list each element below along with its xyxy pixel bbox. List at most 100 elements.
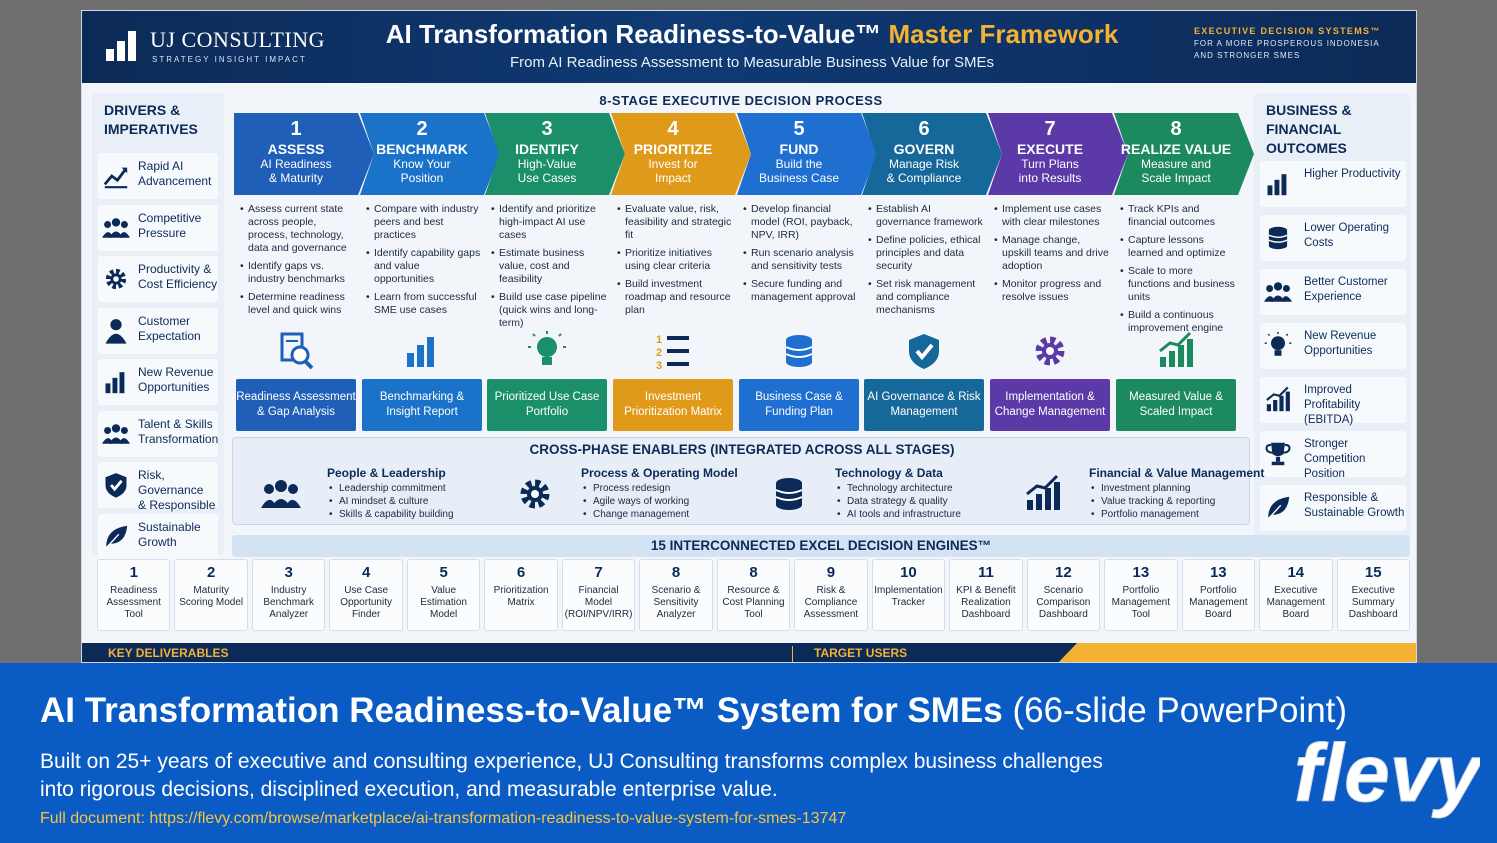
engine-number: 12 bbox=[1055, 564, 1072, 581]
drivers-item-icon-wrap bbox=[102, 214, 130, 242]
uj-consulting-logo: UJ CONSULTING STRATEGY INSIGHT IMPACT bbox=[106, 25, 336, 69]
engine-number: 6 bbox=[516, 564, 526, 581]
trend-up-icon bbox=[103, 167, 128, 189]
outcomes-item-label: Responsible & Sustainable Growth bbox=[1304, 491, 1406, 521]
coins-icon bbox=[1268, 226, 1288, 250]
engines-title: 15 INTERCONNECTED EXCEL DECISION ENGINES… bbox=[232, 535, 1410, 557]
engine-label: Maturity Scoring Model bbox=[179, 585, 244, 608]
stage-chevron bbox=[234, 113, 374, 195]
engine-label: Prioritization Matrix bbox=[493, 585, 549, 608]
stage-number: 7 bbox=[1044, 118, 1056, 140]
label-line-2: Sustainable Growth bbox=[1304, 507, 1405, 519]
label-line-1: Sustainable bbox=[138, 519, 201, 534]
tagline-line2: FOR A MORE PROSPEROUS INDONESIA bbox=[1194, 39, 1380, 48]
stage-bullet: Identify gaps vs. industry benchmarks bbox=[240, 260, 356, 286]
engine-number: 9 bbox=[826, 564, 836, 581]
stage-desc-1: Manage Risk bbox=[888, 157, 960, 171]
engine-number: 14 bbox=[1287, 564, 1305, 581]
svg-text:3: 3 bbox=[656, 360, 662, 371]
stage-bullet: Prioritize initiatives using clear crite… bbox=[617, 247, 733, 273]
enabler-icon-wrap bbox=[261, 474, 301, 510]
enabler-list: Technology architectureData strategy & q… bbox=[835, 482, 961, 521]
enabler-list: Process redesignAgile ways of workingCha… bbox=[581, 482, 689, 521]
label-line-2: Growth bbox=[138, 534, 177, 549]
label-line-1: Responsible & bbox=[1304, 492, 1379, 504]
engine-number: 11 bbox=[977, 564, 994, 581]
stage-bullets: Establish AI governance frameworkDefine … bbox=[868, 203, 984, 322]
label-line-2: Experience bbox=[1304, 291, 1362, 303]
label-line-1: Lower Operating Costs bbox=[1304, 222, 1390, 249]
stage-deliverable: Benchmarking & Insight Report bbox=[362, 379, 482, 431]
label-line-2: Transformation bbox=[138, 431, 219, 446]
engine-number: 3 bbox=[284, 564, 293, 581]
label-line-1: Higher Productivity bbox=[1304, 168, 1401, 180]
leaf-icon bbox=[104, 525, 128, 550]
enabler: Financial & Value ManagementInvestment p… bbox=[1001, 466, 1264, 522]
stage-deliverable: Investment Prioritization Matrix bbox=[613, 379, 733, 431]
label-line-2: Pressure bbox=[138, 225, 187, 240]
document-link[interactable]: Full document: https://flevy.com/browse/… bbox=[40, 810, 847, 827]
engine-label: Industry Benchmark Analyzer bbox=[263, 585, 314, 620]
stage-bullet: Establish AI governance framework bbox=[868, 203, 984, 229]
svg-text:1: 1 bbox=[656, 334, 662, 346]
label-line-1: Better Customer bbox=[1304, 276, 1388, 288]
outcomes-item-icon-wrap bbox=[1264, 170, 1292, 198]
stage-chevron bbox=[988, 113, 1128, 195]
growth-chart-icon bbox=[1159, 331, 1193, 367]
outcomes-item-icon-wrap bbox=[1264, 386, 1292, 414]
enabler-list-item: Investment planning bbox=[1089, 482, 1215, 495]
outcomes-item: Improved Profitability(EBITDA) bbox=[1260, 377, 1406, 426]
drivers-item-icon-wrap bbox=[102, 471, 130, 499]
label-line-2: (EBITDA) bbox=[1304, 414, 1354, 426]
stage-number: 6 bbox=[918, 118, 930, 140]
enabler-list-item: AI mindset & culture bbox=[327, 495, 454, 508]
stage-name: REALIZE VALUE bbox=[1120, 141, 1232, 157]
stage-desc-1: High-Value bbox=[517, 157, 577, 171]
outcomes-item-icon-wrap bbox=[1264, 494, 1292, 522]
label-line-1: Customer bbox=[138, 313, 191, 328]
outcomes-item-icon-wrap bbox=[1264, 278, 1292, 306]
engine-number: 15 bbox=[1364, 564, 1382, 581]
engine-label: Scenario & Sensitivity Analyzer bbox=[651, 585, 701, 620]
slide-header: UJ CONSULTING STRATEGY INSIGHT IMPACT AI… bbox=[82, 11, 1416, 83]
stage-icon-wrap bbox=[1156, 331, 1196, 371]
drivers-item-icon-wrap bbox=[102, 420, 130, 448]
stage-bullet: Compare with industry peers and best pra… bbox=[366, 203, 482, 242]
enabler-list-item: Process redesign bbox=[581, 482, 689, 495]
engine-label: Implementation Tracker bbox=[874, 585, 943, 608]
stage-desc-1: Measure and bbox=[1140, 157, 1212, 171]
logo-tagline: STRATEGY INSIGHT IMPACT bbox=[152, 55, 307, 64]
enabler-list-item: Leadership commitment bbox=[327, 482, 454, 495]
stage-bullet: Scale to more functions and business uni… bbox=[1120, 265, 1236, 304]
flevy-logo[interactable]: flevy bbox=[1290, 721, 1481, 821]
engine-number: 13 bbox=[1132, 564, 1150, 581]
enabler-list: Investment planningValue tracking & repo… bbox=[1089, 482, 1215, 521]
coins-icon bbox=[785, 335, 813, 367]
